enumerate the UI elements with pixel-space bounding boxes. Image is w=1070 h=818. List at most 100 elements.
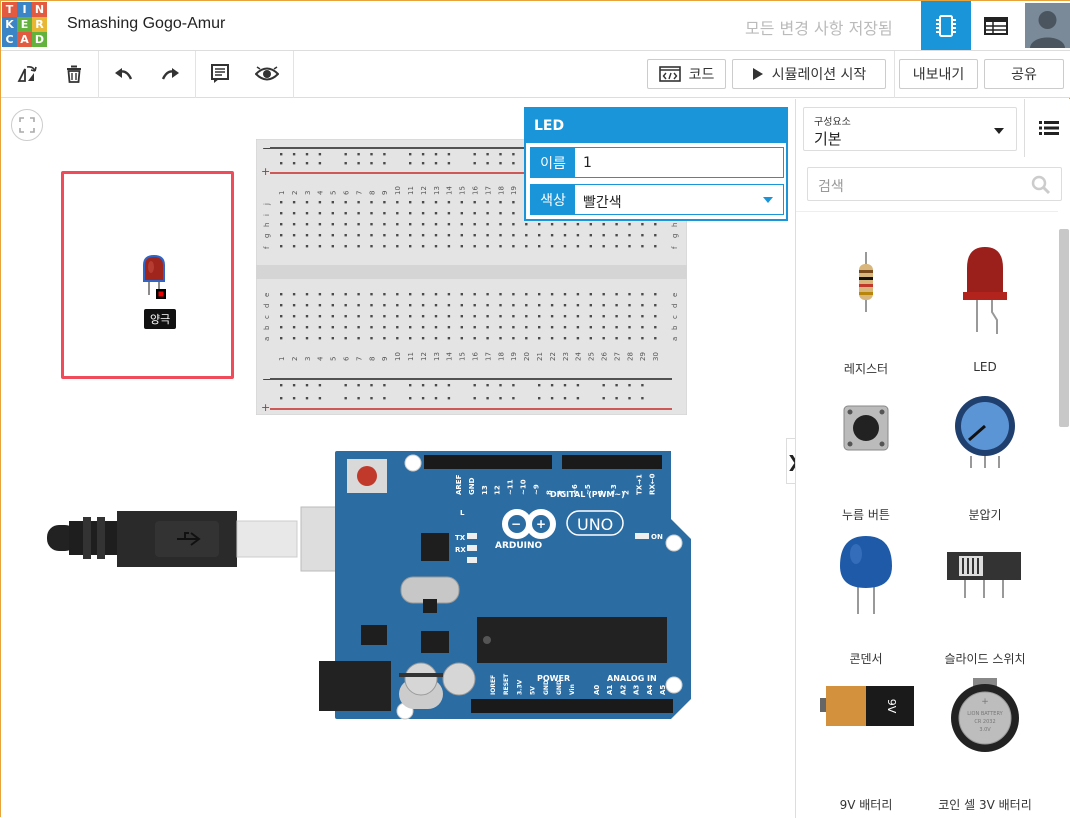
breadboard-hole[interactable]	[460, 223, 463, 226]
breadboard-hole[interactable]	[499, 337, 502, 340]
breadboard-hole[interactable]	[292, 212, 296, 215]
breadboard-hole[interactable]	[447, 397, 451, 400]
breadboard-hole[interactable]	[499, 293, 502, 296]
breadboard-hole[interactable]	[421, 384, 425, 387]
breadboard-hole[interactable]	[370, 234, 373, 237]
breadboard-hole[interactable]	[473, 326, 476, 329]
breadboard-hole[interactable]	[421, 245, 425, 248]
breadboard-hole[interactable]	[512, 337, 515, 340]
breadboard-hole[interactable]	[589, 223, 592, 226]
breadboard-hole[interactable]	[486, 315, 489, 318]
breadboard-hole[interactable]	[654, 293, 657, 296]
breadboard-hole[interactable]	[473, 234, 476, 237]
breadboard-hole[interactable]	[409, 212, 412, 215]
breadboard-hole[interactable]	[434, 326, 438, 329]
breadboard-hole[interactable]	[318, 153, 322, 156]
breadboard-hole[interactable]	[447, 234, 451, 237]
breadboard-hole[interactable]	[550, 315, 554, 318]
breadboard-hole[interactable]	[344, 201, 347, 204]
breadboard-hole[interactable]	[318, 304, 322, 307]
breadboard-hole[interactable]	[473, 293, 476, 296]
breadboard-hole[interactable]	[434, 162, 438, 165]
breadboard-hole[interactable]	[318, 315, 322, 318]
breadboard-hole[interactable]	[383, 223, 386, 226]
breadboard-hole[interactable]	[602, 315, 605, 318]
circuit-view-button[interactable]	[921, 1, 971, 50]
breadboard-hole[interactable]	[305, 293, 309, 296]
breadboard-hole[interactable]	[409, 304, 412, 307]
breadboard-hole[interactable]	[370, 315, 373, 318]
breadboard-hole[interactable]	[628, 384, 631, 387]
breadboard-hole[interactable]	[357, 212, 360, 215]
breadboard-hole[interactable]	[628, 304, 631, 307]
breadboard-hole[interactable]	[499, 397, 502, 400]
breadboard-hole[interactable]	[486, 384, 489, 387]
breadboard-hole[interactable]	[331, 245, 334, 248]
breadboard-hole[interactable]	[628, 293, 631, 296]
breadboard-hole[interactable]	[421, 337, 425, 340]
breadboard-hole[interactable]	[280, 337, 283, 340]
breadboard-hole[interactable]	[460, 326, 463, 329]
breadboard-hole[interactable]	[292, 245, 296, 248]
breadboard-hole[interactable]	[331, 326, 334, 329]
component-category-select[interactable]: 구성요소 기본	[803, 107, 1017, 151]
breadboard-hole[interactable]	[525, 304, 528, 307]
breadboard-hole[interactable]	[512, 234, 515, 237]
breadboard-hole[interactable]	[499, 153, 502, 156]
breadboard-hole[interactable]	[538, 315, 541, 318]
breadboard-hole[interactable]	[615, 234, 618, 237]
breadboard-hole[interactable]	[396, 293, 399, 296]
breadboard-hole[interactable]	[344, 304, 347, 307]
breadboard-hole[interactable]	[383, 201, 386, 204]
breadboard-hole[interactable]	[499, 234, 502, 237]
export-button[interactable]: 내보내기	[899, 59, 978, 89]
breadboard-hole[interactable]	[357, 304, 360, 307]
breadboard-hole[interactable]	[576, 304, 580, 307]
breadboard-hole[interactable]	[602, 245, 605, 248]
breadboard-hole[interactable]	[460, 234, 463, 237]
breadboard-hole[interactable]	[344, 245, 347, 248]
breadboard-hole[interactable]	[357, 245, 360, 248]
breadboard-hole[interactable]	[370, 212, 373, 215]
user-avatar[interactable]	[1025, 3, 1070, 48]
breadboard-hole[interactable]	[357, 162, 360, 165]
breadboard-hole[interactable]	[486, 212, 489, 215]
breadboard-hole[interactable]	[563, 245, 567, 248]
breadboard-hole[interactable]	[421, 397, 425, 400]
breadboard-hole[interactable]	[434, 397, 438, 400]
breadboard-hole[interactable]	[473, 384, 476, 387]
breadboard-hole[interactable]	[344, 162, 347, 165]
breadboard-hole[interactable]	[331, 223, 334, 226]
breadboard-hole[interactable]	[447, 201, 451, 204]
breadboard-hole[interactable]	[641, 326, 644, 329]
breadboard-hole[interactable]	[434, 201, 438, 204]
breadboard-hole[interactable]	[318, 337, 322, 340]
breadboard-hole[interactable]	[589, 245, 592, 248]
breadboard-hole[interactable]	[615, 245, 618, 248]
breadboard-hole[interactable]	[280, 201, 283, 204]
breadboard-hole[interactable]	[550, 293, 554, 296]
rotate-button[interactable]	[9, 59, 45, 89]
breadboard-hole[interactable]	[383, 337, 386, 340]
breadboard-hole[interactable]	[305, 304, 309, 307]
breadboard-hole[interactable]	[409, 326, 412, 329]
breadboard-hole[interactable]	[280, 245, 283, 248]
breadboard-hole[interactable]	[305, 201, 309, 204]
breadboard-hole[interactable]	[641, 384, 644, 387]
breadboard-hole[interactable]	[512, 326, 515, 329]
breadboard-hole[interactable]	[292, 153, 296, 156]
breadboard-hole[interactable]	[486, 293, 489, 296]
breadboard-hole[interactable]	[331, 337, 334, 340]
breadboard-hole[interactable]	[434, 212, 438, 215]
breadboard-hole[interactable]	[370, 293, 373, 296]
breadboard-hole[interactable]	[447, 162, 451, 165]
breadboard-hole[interactable]	[447, 315, 451, 318]
breadboard-hole[interactable]	[473, 153, 476, 156]
breadboard-hole[interactable]	[344, 315, 347, 318]
breadboard-hole[interactable]	[292, 315, 296, 318]
breadboard-hole[interactable]	[460, 201, 463, 204]
breadboard-hole[interactable]	[538, 223, 541, 226]
arduino-uno-board[interactable]: − + ARDUINO UNO DIGITAL (PWM~) POWER ANA…	[319, 449, 693, 725]
breadboard-hole[interactable]	[396, 245, 399, 248]
breadboard-hole[interactable]	[602, 384, 605, 387]
